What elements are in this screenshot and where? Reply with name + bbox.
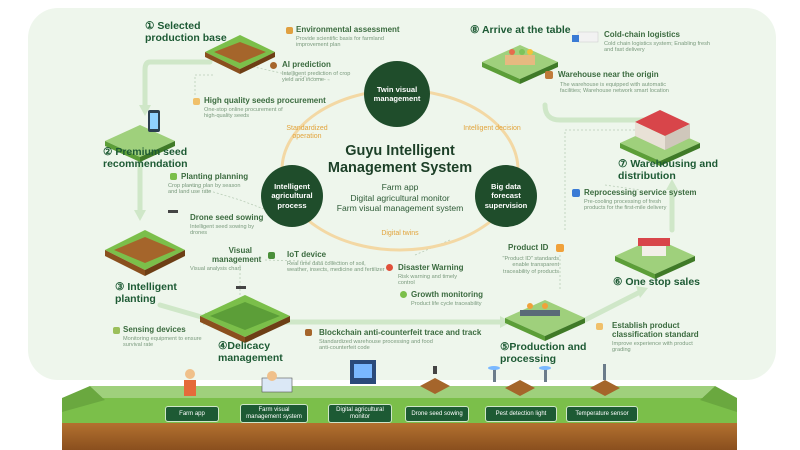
ai-prediction-title: AI prediction xyxy=(282,60,331,69)
flow-arrows xyxy=(137,59,675,325)
product-id-desc: "Product ID" standards enable transparen… xyxy=(502,256,559,275)
chip-agri-monitor: Digital agricultural monitor xyxy=(328,404,392,423)
scene-details xyxy=(148,31,690,316)
twin-circle-label: Twin visual management xyxy=(373,84,421,103)
connector-digital: Digital twins xyxy=(381,230,419,237)
connector-intelligent: Intelligent decision xyxy=(463,125,521,132)
warning-icon xyxy=(386,264,393,271)
bottom-figures xyxy=(184,360,620,396)
cold-chain-desc: Cold chain logistics system; Enabling fr… xyxy=(604,41,711,54)
chip-farm-app: Farm app xyxy=(165,406,219,422)
warehouse-origin-desc: The warehouse is equipped with automatic… xyxy=(560,82,669,95)
connector-standardized: Standardized operation xyxy=(286,125,328,141)
planning-icon xyxy=(170,173,177,180)
step-3-label: ③ Intelligent planting xyxy=(115,281,177,306)
center-line-monitor: Digital agricultural monitor xyxy=(350,192,450,203)
twin-circle xyxy=(364,61,430,127)
product-box-icon xyxy=(556,244,564,252)
classification-icon xyxy=(596,323,603,330)
step-1-label: ① Selected production base xyxy=(145,20,227,45)
env-assessment-title: Environmental assessment xyxy=(296,25,400,34)
planting-planning-desc: Crop planting plan by season and land us… xyxy=(168,183,241,196)
product-id-title: Product ID xyxy=(508,243,549,252)
seeds-desc: One-stop online procurement of high-qual… xyxy=(204,107,283,120)
chip-visual-management: Farm visual management system xyxy=(240,404,308,423)
classification-desc: Improve experience with product grading xyxy=(612,341,693,354)
seeds-title: High quality seeds procurement xyxy=(204,96,326,105)
disaster-warning-title: Disaster Warning xyxy=(398,263,464,272)
visual-management-desc: Visual analysis chart xyxy=(190,266,241,272)
center-title: Guyu Intelligent Management System xyxy=(327,143,473,176)
blockchain-title: Blockchain anti-counterfeit trace and tr… xyxy=(319,328,482,337)
step-8-label: ⑧ Arrive at the table xyxy=(470,24,571,36)
chip-pest-light: Pest detection light xyxy=(485,406,557,422)
bigdata-circle-label: Big data forecast supervision xyxy=(484,182,528,210)
seed-bag-icon xyxy=(193,98,200,105)
visual-management-title: Visual management xyxy=(212,246,262,265)
growth-monitoring-desc: Product life cycle traceability xyxy=(411,301,482,307)
iot-icon xyxy=(268,252,275,259)
ground xyxy=(62,386,737,450)
ai-icon xyxy=(270,62,277,69)
growth-icon xyxy=(400,291,407,298)
iot-device-desc: Real time data collection of soil, weath… xyxy=(287,261,385,274)
agri-circle-label: Intelligent agricultural process xyxy=(271,182,313,210)
agri-circle xyxy=(261,165,323,227)
reprocessing-title: Reprocessing service system xyxy=(584,188,697,197)
disaster-warning-desc: Risk warning and timely control xyxy=(398,274,458,287)
iot-device-title: IoT device xyxy=(287,250,327,259)
center-line-visual: Farm visual management system xyxy=(336,203,464,214)
sensing-icon xyxy=(113,327,120,334)
step-7-label: ⑦ Warehousing and distribution xyxy=(618,158,719,183)
warehouse-origin-title: Warehouse near the origin xyxy=(558,70,659,79)
step-5-label: ⑤Production and processing xyxy=(500,341,587,366)
sensing-devices-desc: Monitoring equipment to ensure survival … xyxy=(123,336,202,349)
planting-planning-title: Planting planning xyxy=(181,172,249,181)
assessment-icon xyxy=(286,27,293,34)
reprocessing-desc: Pre-cooling processing of fresh products… xyxy=(584,199,667,212)
drone-sowing-title: Drone seed sowing xyxy=(190,213,264,222)
step-4-label: ④Delicacy management xyxy=(218,340,283,365)
chip-drone-sowing: Drone seed sowing xyxy=(405,406,469,422)
background-panel xyxy=(28,8,776,380)
chip-temperature-sensor: Temperature sensor xyxy=(566,406,638,422)
drone-sowing-desc: Intelligent seed sowing by drones xyxy=(190,224,255,237)
blockchain-desc: Standardized warehouse processing and fo… xyxy=(319,339,433,352)
growth-monitoring-title: Growth monitoring xyxy=(411,290,483,299)
center-line-farm-app: Farm app xyxy=(381,182,419,192)
env-assessment-desc: Provide scientific basis for farmland im… xyxy=(296,36,384,49)
bigdata-circle xyxy=(475,165,537,227)
step-2-label: ② Premium seed recommendation xyxy=(103,146,188,171)
center-subtitle: Farm app Digital agricultural monitor Fa… xyxy=(300,182,500,214)
step-6-label: ⑥ One stop sales xyxy=(613,276,701,288)
sensing-devices-title: Sensing devices xyxy=(123,325,186,334)
classification-title: Establish product classification standar… xyxy=(612,321,699,340)
reprocessing-icon xyxy=(572,189,580,197)
warehouse-icon xyxy=(545,71,553,79)
ai-prediction-desc: Intelligent prediction of crop yield and… xyxy=(282,71,351,84)
cold-chain-title: Cold-chain logistics xyxy=(604,30,681,39)
blockchain-icon xyxy=(305,329,312,336)
